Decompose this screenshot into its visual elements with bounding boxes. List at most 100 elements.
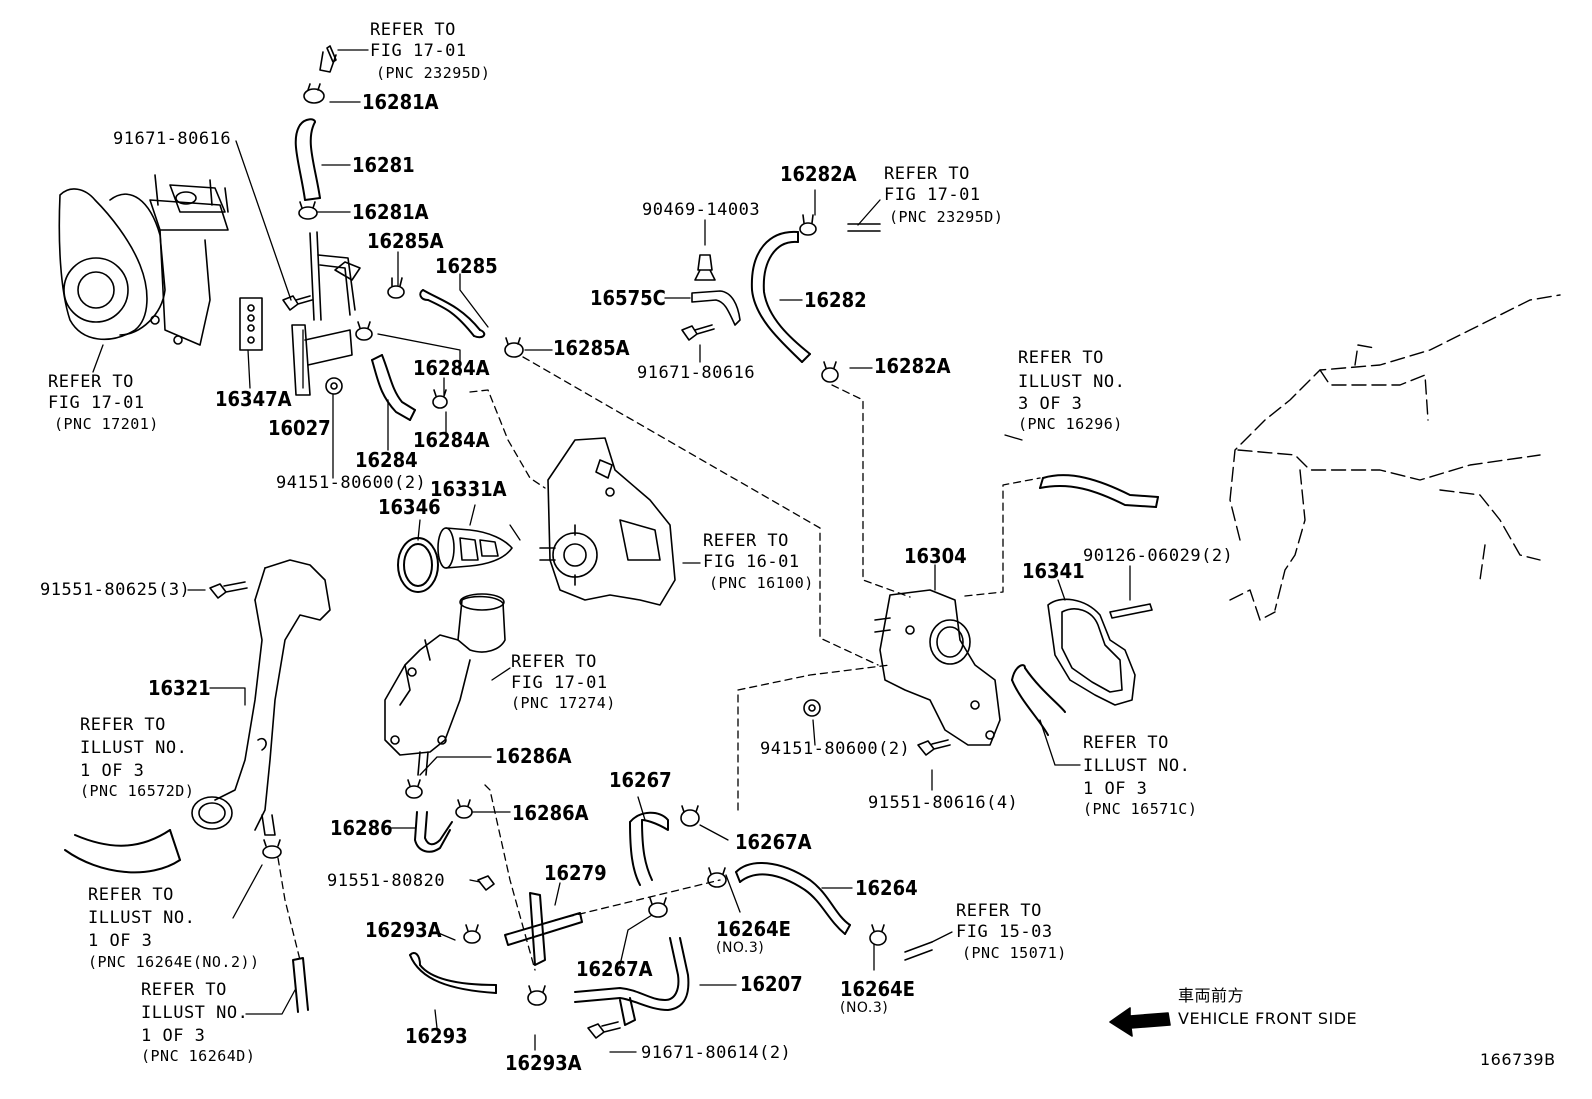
part-16286: 16286 xyxy=(330,816,393,840)
ref-label-5: REFER TO xyxy=(703,531,789,551)
pipe-16279 xyxy=(504,892,583,966)
part-90126-06029: 90126-06029(2) xyxy=(1083,546,1234,566)
illust-label-2: ILLUST NO. xyxy=(80,738,188,758)
pnc-label-16100: (PNC 16100) xyxy=(709,574,814,592)
turbocharger xyxy=(58,174,229,346)
thermostat-16331a xyxy=(437,527,513,569)
fig-label-9: FIG 15-03 xyxy=(956,922,1053,942)
fig-label-1: FIG 17-01 xyxy=(370,41,467,61)
bolts xyxy=(209,254,1153,1039)
fig-label-7: FIG 17-01 xyxy=(511,673,608,693)
water-outlet-16304 xyxy=(874,589,1001,746)
hose-16285 xyxy=(419,289,486,339)
hose-16571c-ref xyxy=(1011,664,1066,736)
part-16267: 16267 xyxy=(609,768,672,792)
part-91671-80616-1: 91671-80616 xyxy=(113,129,232,149)
fig-label-3: FIG 17-01 xyxy=(884,185,981,205)
part-94151-80600-2: 94151-80600(2) xyxy=(760,739,911,759)
hose-16296-ref xyxy=(1039,474,1159,508)
no3-label-2: (NO.3) xyxy=(840,1000,889,1016)
pnc-label-17274: (PNC 17274) xyxy=(511,694,616,712)
part-91551-80820: 91551-80820 xyxy=(327,871,446,891)
ref-label-3: REFER TO xyxy=(884,164,970,184)
part-91551-80616: 91551-80616(4) xyxy=(868,793,1019,813)
part-16264: 16264 xyxy=(855,876,918,900)
engine-outline xyxy=(1229,294,1561,621)
hose-16284 xyxy=(371,354,416,421)
part-16281a-2: 16281A xyxy=(352,200,429,224)
part-16284a-1: 16284A xyxy=(413,356,490,380)
fig-label-5: FIG 16-01 xyxy=(703,552,800,572)
part-16347a: 16347A xyxy=(215,387,292,411)
part-90469-14003: 90469-14003 xyxy=(642,200,761,220)
pipe-16207 xyxy=(574,937,690,1026)
part-16282a-2: 16282A xyxy=(874,354,951,378)
of-label-3: 1 OF 3 xyxy=(1083,779,1148,799)
pnc-label-16572d: (PNC 16572D) xyxy=(80,782,195,800)
ref-label-2: REFER TO xyxy=(48,372,134,392)
part-16027: 16027 xyxy=(268,416,331,440)
pipe-bracket-16027 xyxy=(291,231,361,396)
no3-label-1: (NO.3) xyxy=(716,940,765,956)
gasket-16346 xyxy=(397,537,439,593)
part-16267a-1: 16267A xyxy=(735,830,812,854)
ref-label-6: REFER TO xyxy=(80,715,166,735)
pnc-label-16296: (PNC 16296) xyxy=(1018,415,1123,433)
hose-16264 xyxy=(735,862,851,935)
hose-16282 xyxy=(750,230,811,363)
pnc-label-16264e-no2: (PNC 16264E(NO.2)) xyxy=(88,953,260,971)
clamps xyxy=(262,83,887,1006)
hose-16286 xyxy=(414,811,453,853)
part-16575c: 16575C xyxy=(590,286,666,310)
dashed-connectors xyxy=(277,356,1041,971)
part-16279: 16279 xyxy=(544,861,607,885)
pnc-label-15071: (PNC 15071) xyxy=(962,944,1067,962)
hose-16293 xyxy=(409,952,497,994)
part-16321: 16321 xyxy=(148,676,211,700)
part-16331a: 16331A xyxy=(430,477,507,501)
of-label-5: 1 OF 3 xyxy=(141,1026,206,1046)
part-16284a-2: 16284A xyxy=(413,428,490,452)
gasket-16347a xyxy=(239,297,263,351)
vehicle-front-arrow-icon xyxy=(1109,1007,1171,1037)
figure-id: 166739B xyxy=(1480,1050,1556,1069)
illust-label-5: ILLUST NO. xyxy=(141,1003,249,1023)
vehicle-front-jp: 車両前方 xyxy=(1178,986,1245,1005)
illust-label-1: ILLUST NO. xyxy=(1018,372,1126,392)
leader-lines xyxy=(92,49,1131,1053)
ref-label-7: REFER TO xyxy=(511,652,597,672)
part-16285: 16285 xyxy=(435,254,498,278)
part-16293a-1: 16293A xyxy=(365,918,442,942)
part-16207: 16207 xyxy=(740,972,803,996)
water-inlet-housing xyxy=(384,593,506,776)
hose-16281 xyxy=(294,118,321,201)
part-16285a-2: 16285A xyxy=(553,336,630,360)
water-pipe-16321 xyxy=(191,559,331,836)
ref-label-11: REFER TO xyxy=(141,980,227,1000)
ref-label-4: REFER TO xyxy=(1018,348,1104,368)
ref-label-10: REFER TO xyxy=(88,885,174,905)
ref-label-1: REFER TO xyxy=(370,20,456,40)
part-16285a-1: 16285A xyxy=(367,229,444,253)
pnc-label-16264d: (PNC 16264D) xyxy=(141,1047,256,1065)
part-16264e-1: 16264E xyxy=(716,917,791,941)
part-16281: 16281 xyxy=(352,153,415,177)
pnc-label-17201: (PNC 17201) xyxy=(54,415,159,433)
fig-label-2: FIG 17-01 xyxy=(48,393,145,413)
part-16341: 16341 xyxy=(1022,559,1085,583)
of-label-4: 1 OF 3 xyxy=(88,931,153,951)
part-16286a-1: 16286A xyxy=(495,744,572,768)
illust-label-4: ILLUST NO. xyxy=(88,908,196,928)
part-16293a-2: 16293A xyxy=(505,1051,582,1075)
of-label-1: 3 OF 3 xyxy=(1018,394,1083,414)
ref-label-9: REFER TO xyxy=(956,901,1042,921)
vehicle-front-en: VEHICLE FRONT SIDE xyxy=(1178,1009,1358,1028)
pnc-label-1: (PNC 23295D) xyxy=(376,64,491,82)
part-16286a-2: 16286A xyxy=(512,801,589,825)
part-16267a-2: 16267A xyxy=(576,957,653,981)
water-pump xyxy=(539,437,676,606)
reference-pipe-stubs xyxy=(319,45,933,961)
part-16293: 16293 xyxy=(405,1024,468,1048)
